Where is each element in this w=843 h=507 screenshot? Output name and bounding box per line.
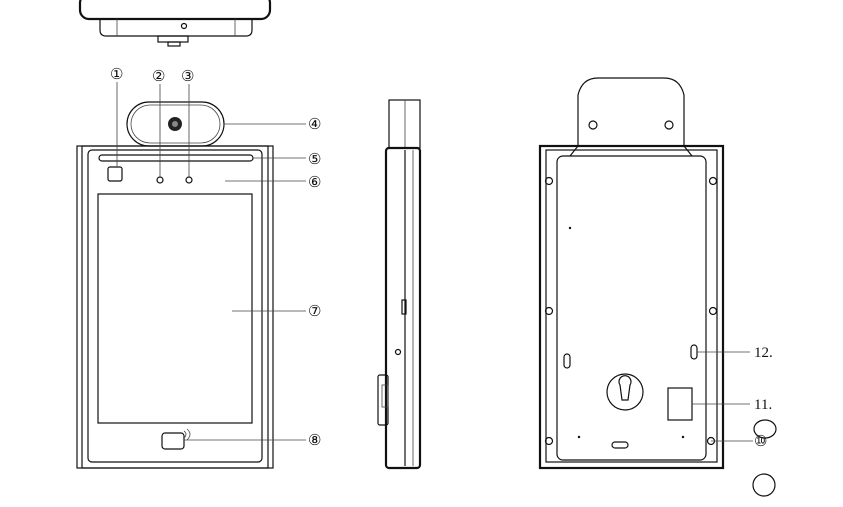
cable-hole xyxy=(606,373,644,411)
back-plate xyxy=(556,155,707,461)
callout-12: 12. xyxy=(754,345,773,361)
screen xyxy=(97,193,253,424)
indicator-3 xyxy=(185,176,193,184)
light-bar xyxy=(98,154,254,162)
speaker-grille xyxy=(667,387,693,421)
back-view: 12. 11. ⑩ xyxy=(538,77,777,497)
mount-bracket xyxy=(577,77,685,146)
callout-8: ⑧ xyxy=(308,431,321,449)
callout-10: ⑩ xyxy=(754,432,767,450)
front-view: ① ② ③ ④ ⑤ ⑥ ⑦ ⑧ xyxy=(76,65,321,469)
callout-7: ⑦ xyxy=(308,302,321,320)
callout-3: ③ xyxy=(181,67,194,85)
callout-4: ④ xyxy=(308,115,321,133)
callout-11: 11. xyxy=(754,397,772,413)
callout-1: ① xyxy=(110,65,123,83)
sensor-window xyxy=(107,166,123,182)
callout-5: ⑤ xyxy=(308,150,321,168)
front-bezel xyxy=(87,149,263,463)
callout-6: ⑥ xyxy=(308,173,321,191)
indicator-2 xyxy=(156,176,164,184)
card-reader xyxy=(161,432,185,450)
top-view xyxy=(78,0,272,47)
callout-2: ② xyxy=(152,67,165,85)
side-view xyxy=(377,99,422,470)
